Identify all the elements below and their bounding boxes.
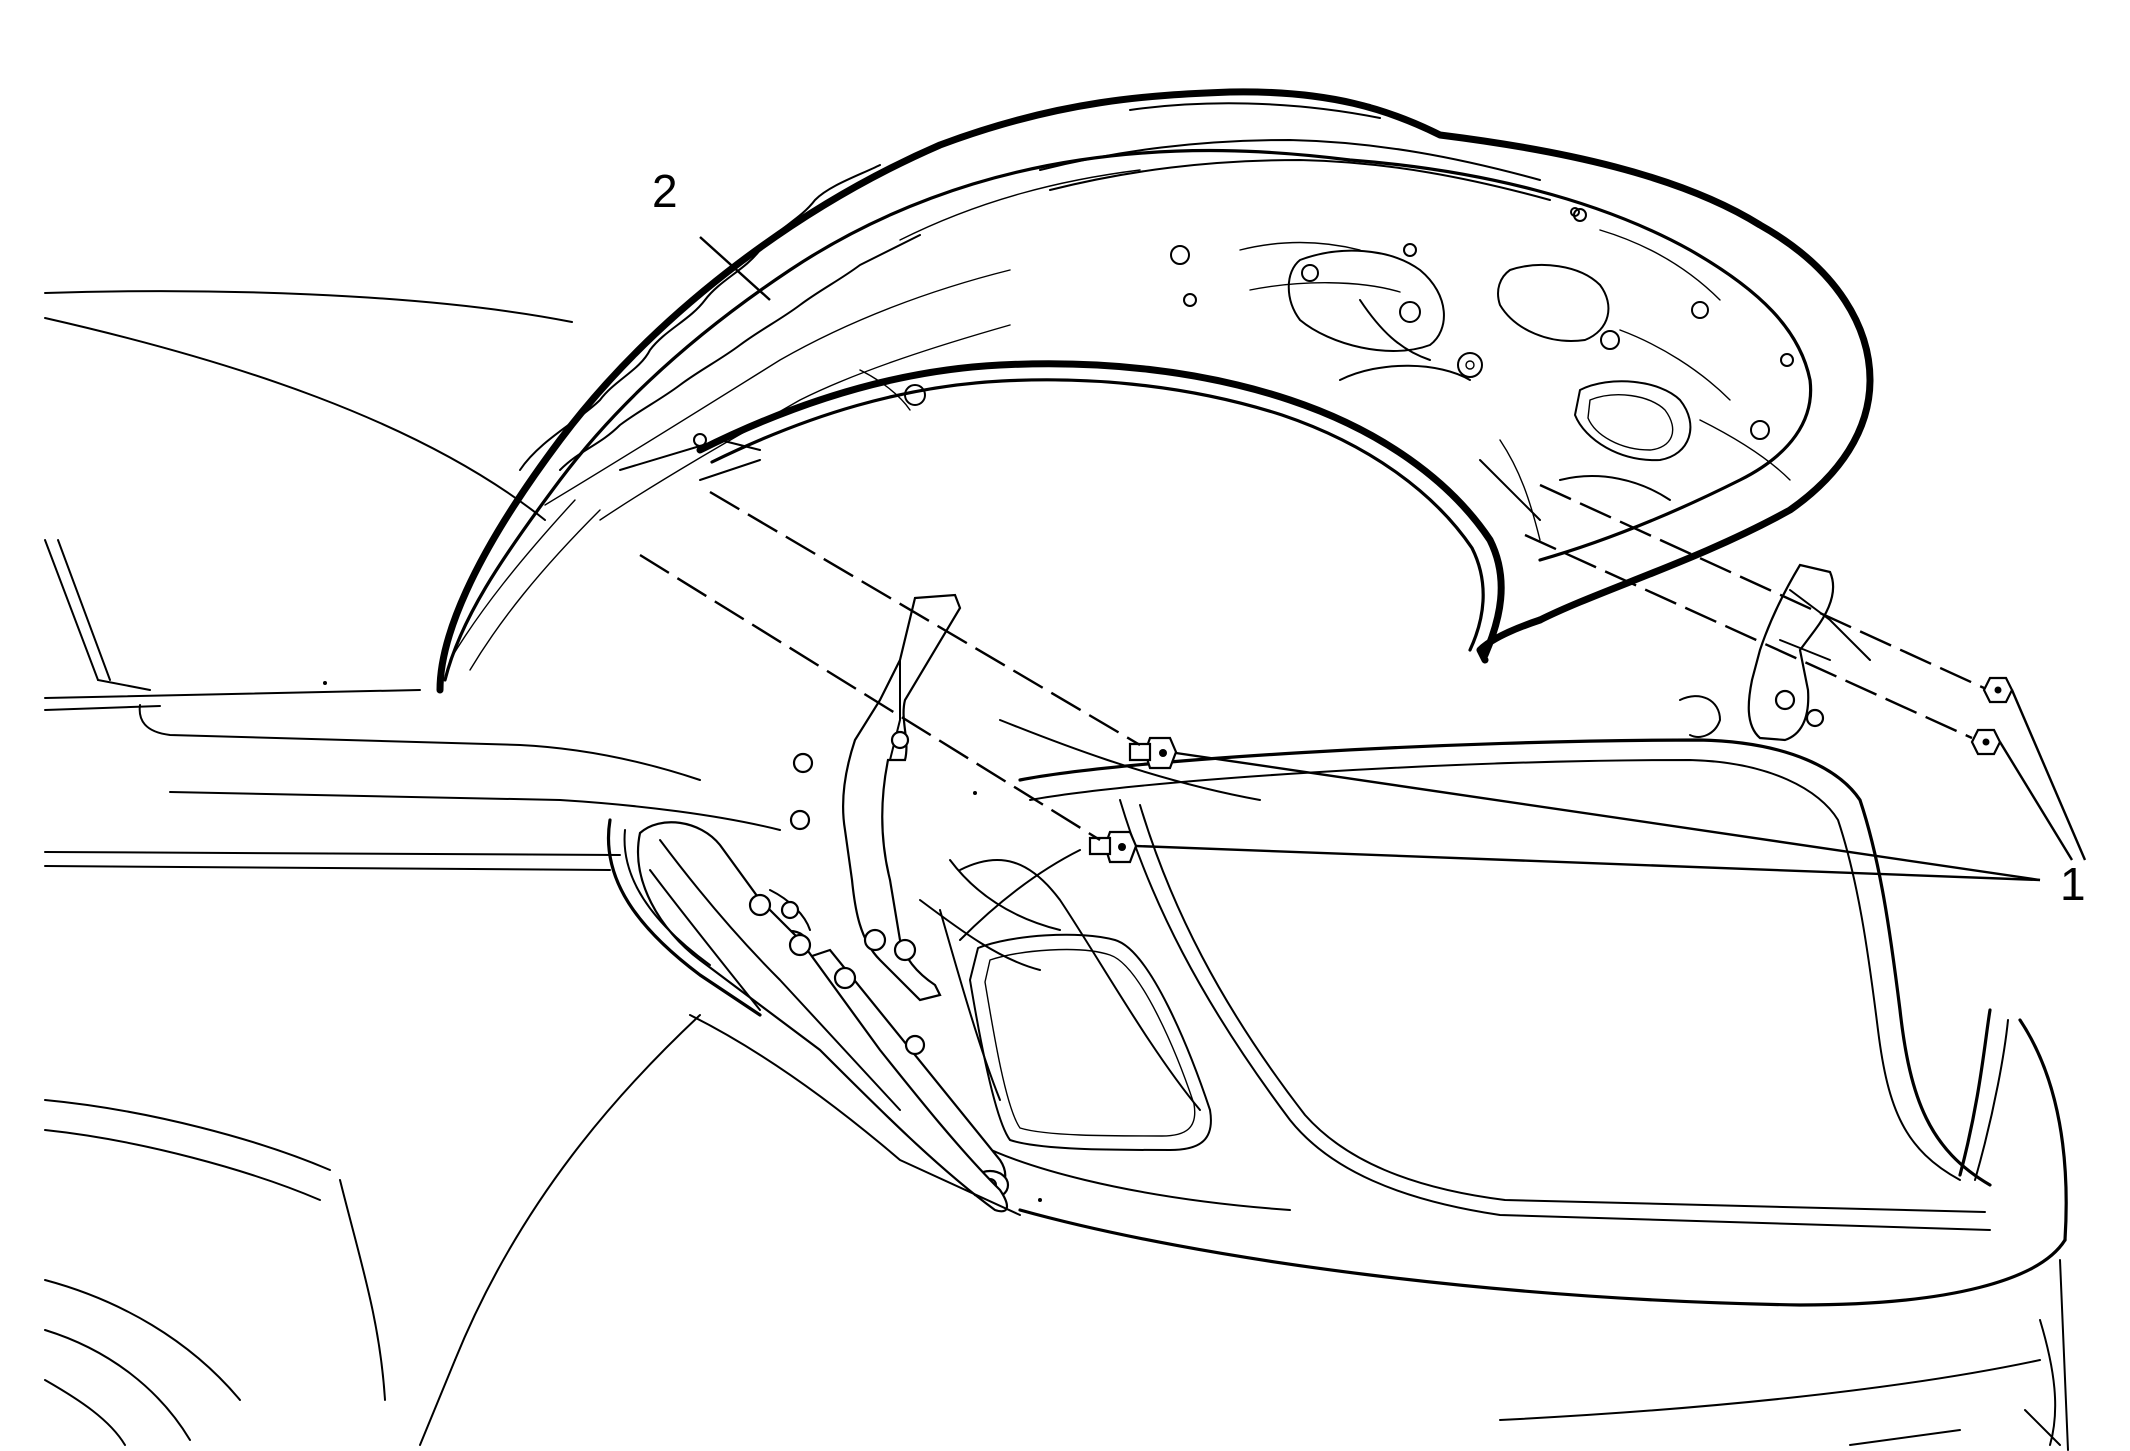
trunk-opening xyxy=(939,719,2069,1451)
nut-right-lower xyxy=(1970,728,2002,756)
bolt-fasteners xyxy=(1088,676,2014,864)
callout-2-label: 2 xyxy=(652,165,678,217)
left-hinge xyxy=(606,593,1081,1216)
right-hinge xyxy=(1679,563,1871,742)
nut-right-upper xyxy=(1982,676,2014,704)
callout-leaders xyxy=(699,236,2087,882)
bolt-left-lower xyxy=(1088,830,1138,864)
alignment-lines xyxy=(639,483,1985,842)
bolt-left-upper xyxy=(1128,736,1178,770)
callout-1-label: 1 xyxy=(2060,858,2086,910)
trunk-lid xyxy=(436,88,1874,694)
car-body-left xyxy=(44,290,781,1446)
